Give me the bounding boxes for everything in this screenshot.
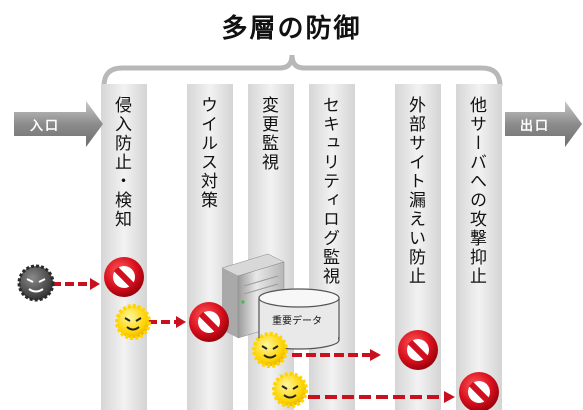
diagram-title: 多層の防御	[221, 14, 362, 44]
exit-arrow	[505, 101, 582, 147]
exit-label: 出口	[520, 119, 551, 134]
layer-label-6: 他サーバへの攻撃抑止	[466, 96, 486, 286]
threat-arrow-4	[308, 391, 455, 403]
layer-label-4: セキュリティログ監視	[319, 96, 339, 286]
block-icon-2	[189, 302, 229, 342]
threat-arrow-3	[292, 349, 381, 361]
threat-arrow-1	[52, 278, 100, 290]
layer-column-6	[456, 84, 502, 410]
block-icon-1	[104, 257, 144, 297]
layer-label-3: 変更監視	[258, 96, 278, 172]
database-label: 重要データ	[272, 316, 322, 327]
entry-arrow	[14, 101, 103, 147]
block-icon-3	[398, 330, 438, 370]
database-icon	[258, 288, 340, 350]
layer-column-1	[101, 84, 147, 410]
block-icon-4	[459, 372, 499, 410]
entry-label: 入口	[30, 119, 61, 134]
layer-column-2	[187, 84, 233, 410]
attacker-yellow-icon-2	[252, 332, 288, 368]
layer-label-1: 侵入防止・検知	[111, 96, 131, 229]
brace-bracket	[101, 54, 503, 87]
layer-column-4	[309, 84, 355, 410]
attacker-yellow-icon-1	[115, 304, 151, 340]
attacker-yellow-icon-3	[272, 372, 308, 408]
layer-label-2: ウイルス対策	[197, 96, 217, 210]
threat-arrow-2	[148, 316, 186, 328]
attacker-dark-icon	[17, 264, 55, 302]
layer-label-5: 外部サイト漏えい防止	[405, 96, 425, 286]
